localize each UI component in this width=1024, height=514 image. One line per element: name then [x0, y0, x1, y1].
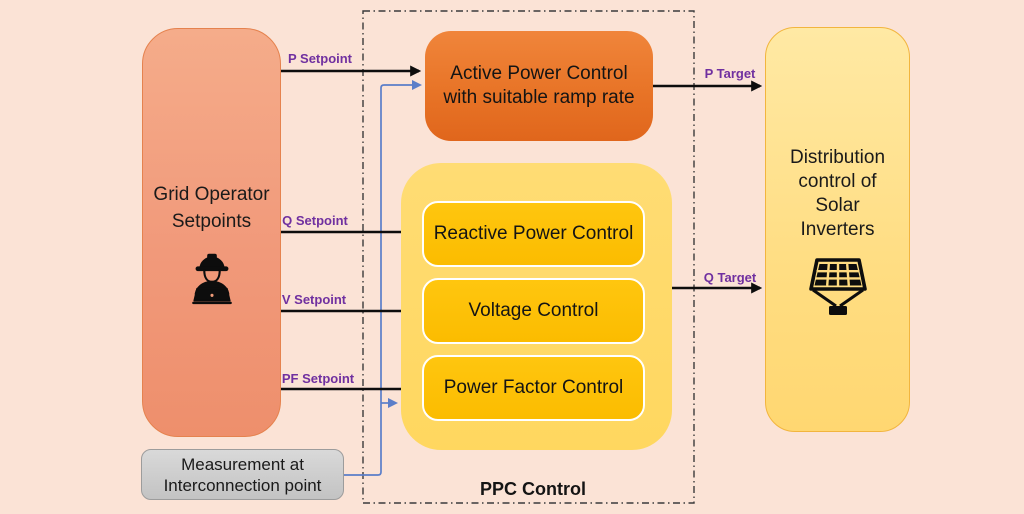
voltage-control-label: Voltage Control — [468, 300, 599, 321]
distribution-label-line3: Solar — [815, 195, 860, 216]
distribution-label-line2: control of — [798, 171, 877, 192]
v-setpoint-label: V Setpoint — [281, 292, 347, 307]
power-factor-label: Power Factor Control — [443, 377, 624, 398]
q-target-label: Q Target — [703, 270, 757, 285]
measurement-node: Measurement at Interconnection point — [141, 449, 344, 500]
voltage-control-node: Voltage Control — [422, 278, 645, 344]
active-power-label-line2: with suitable ramp rate — [443, 87, 635, 108]
grid-operator-label-line2: Setpoints — [171, 211, 252, 232]
active-power-label-line1: Active Power Control — [450, 63, 628, 84]
measurement-label-line1: Measurement at — [181, 454, 304, 474]
solar-panel-icon — [802, 256, 874, 327]
ppc-inner-container: Reactive Power Control Voltage Control P… — [401, 163, 672, 450]
distribution-label-line4: Inverters — [800, 219, 875, 240]
active-power-control-node: Active Power Control with suitable ramp … — [425, 31, 653, 141]
grid-operator-label-line1: Grid Operator — [153, 184, 270, 205]
reactive-power-control-node: Reactive Power Control — [422, 201, 645, 267]
power-factor-control-node: Power Factor Control — [422, 355, 645, 421]
p-setpoint-label: P Setpoint — [287, 51, 353, 66]
p-target-label: P Target — [704, 66, 756, 81]
grid-operator-setpoints-node: Grid Operator Setpoints — [142, 28, 281, 437]
measurement-label-line2: Interconnection point — [163, 475, 322, 495]
ppc-group-title: PPC Control — [480, 479, 586, 499]
q-setpoint-label: Q Setpoint — [282, 213, 348, 228]
distribution-label-line1: Distribution — [789, 147, 886, 168]
reactive-power-label: Reactive Power Control — [433, 223, 634, 244]
worker-at-laptop-icon — [183, 247, 241, 310]
distribution-control-node: Distribution control of Solar Inverters — [765, 27, 910, 432]
pf-setpoint-label: PF Setpoint — [281, 371, 355, 386]
